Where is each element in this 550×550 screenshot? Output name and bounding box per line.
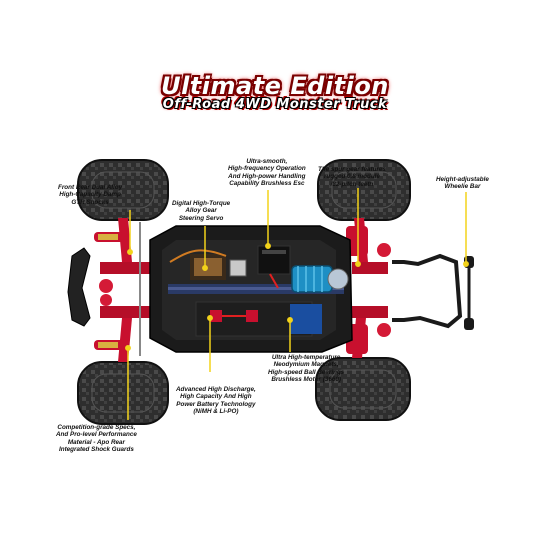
front-suspension-arms (100, 218, 150, 362)
page-subtitle: Off-Road 4WD Monster Truck (162, 97, 388, 112)
front-shocks (94, 232, 124, 350)
steering-servo-part (169, 249, 227, 280)
callout-spur-gear: The spur gear features rugged 0.8 module… (318, 166, 386, 188)
callout-leader-lines (125, 188, 469, 420)
callout-battery-tech: Advanced High Discharge, High Capacity A… (176, 386, 256, 416)
brushless-motor-part (291, 265, 349, 293)
rear-right-tire (315, 357, 411, 421)
battery-part (195, 301, 322, 337)
callout-brushless-motor: Ultra High-temperature Neodymium Magnets… (268, 354, 345, 384)
wheelie-bar-part (392, 253, 474, 330)
callout-shock-guards: Competition-grade Specs, And Pro-level P… (56, 424, 137, 454)
callout-wheelie-bar: Height-adjustable Wheelie Bar (436, 176, 489, 191)
front-left-tire (77, 159, 169, 221)
callout-brushless-esc: Ultra-smooth, High-frequency Operation A… (228, 158, 306, 188)
callout-steering-servo: Digital High-Torque Alloy Gear Steering … (172, 200, 231, 222)
brushless-esc-part (257, 245, 291, 289)
front-right-tire (77, 361, 169, 425)
receiver (229, 259, 247, 277)
rear-shocks (346, 226, 391, 354)
front-bumper (67, 247, 91, 327)
page-title: Ultimate Edition (161, 72, 389, 100)
callout-front-rear-shocks: Front Rear Dual Alloy High-Capacity Damp… (58, 184, 123, 206)
